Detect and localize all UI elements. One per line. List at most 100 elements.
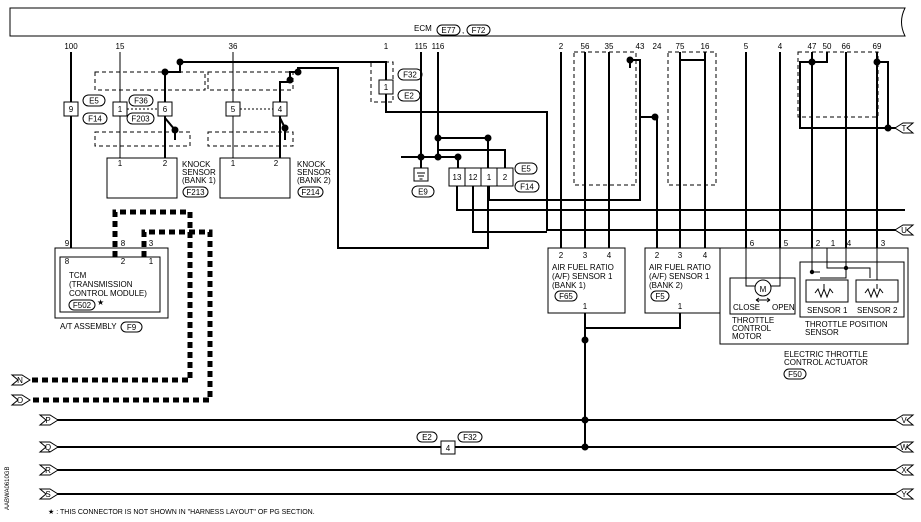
- splice: [581, 416, 589, 424]
- knock1-pin2: 2: [163, 159, 168, 168]
- connector-f213: F213: [186, 188, 205, 197]
- splice: [176, 58, 184, 66]
- ecm-pin: 4: [778, 42, 783, 51]
- pill-f14-a: [82, 112, 108, 125]
- connector-f203: F203: [131, 115, 150, 124]
- throttle-pin: 4: [847, 239, 852, 248]
- tcm-box: [59, 256, 161, 313]
- af2-title: (A/F) SENSOR 1: [649, 272, 710, 281]
- arrow-label-s: S: [45, 490, 50, 499]
- inline-connector-4b: [440, 440, 456, 455]
- splice: [809, 269, 815, 275]
- af1-pin: 3: [583, 251, 588, 260]
- actuator-title: CONTROL ACTUATOR: [784, 358, 868, 367]
- connector-e5-a: E5: [89, 97, 99, 106]
- wire-ground-bus: [401, 156, 459, 168]
- pill-f502: [68, 299, 96, 311]
- tcm-title: CONTROL MODULE): [69, 289, 147, 298]
- splice: [873, 58, 881, 66]
- knock1-title: SENSOR: [182, 168, 216, 177]
- af1-pin: 2: [559, 251, 564, 260]
- inline-connector-6: [157, 101, 173, 117]
- wire-ground-bus-2: [438, 137, 489, 168]
- arrow-label-y: Y: [901, 490, 907, 499]
- sensor1-box: [805, 279, 849, 303]
- af2-bottom-pin: 1: [678, 302, 683, 311]
- wire-pin-43: [630, 59, 658, 248]
- motor-open: OPEN: [772, 303, 795, 312]
- ecm-pin: 36: [229, 42, 238, 51]
- inline-connector-9: [63, 101, 79, 117]
- arrow-label-x: X: [901, 466, 907, 475]
- connector-f5: F5: [655, 292, 665, 301]
- motor-leads: [745, 248, 781, 287]
- splice: [281, 124, 289, 132]
- ecm-connector-comma: ,: [462, 26, 464, 35]
- sensor2-label: SENSOR 2: [857, 306, 898, 315]
- ecm-pin: 2: [559, 42, 564, 51]
- splice: [484, 134, 492, 142]
- inline-pin-1: 1: [118, 105, 123, 114]
- arrow-label-v: V: [901, 416, 907, 425]
- shield-box-knock1-bottom: [94, 131, 191, 147]
- ecm-pin: 1: [384, 42, 389, 51]
- arrow-x: [894, 464, 915, 476]
- splice: [434, 134, 442, 142]
- ecm-pin: 35: [605, 42, 614, 51]
- af1-title: AIR FUEL RATIO: [552, 263, 614, 272]
- tps-title: SENSOR: [805, 328, 839, 337]
- connector-f14-a: F14: [88, 115, 102, 124]
- af-sensor-bank2: [644, 247, 723, 314]
- arrow-label-u: U: [901, 226, 907, 235]
- arrow-label-o: O: [17, 396, 23, 405]
- shielded-wire-o: [30, 229, 213, 403]
- connector-f32-b: F32: [463, 433, 477, 442]
- footnote: ★ : THIS CONNECTOR IS NOT SHOWN IN "HARN…: [48, 508, 315, 516]
- pill-f50: [783, 368, 807, 380]
- pill-e2-b: [416, 431, 438, 443]
- tcm-title: (TRANSMISSION: [69, 280, 133, 289]
- af1-title: (BANK 1): [552, 281, 586, 290]
- connector-e9: E9: [418, 188, 428, 197]
- af-sensor-bank1: [547, 247, 626, 314]
- connector-f14-b: F14: [520, 183, 534, 192]
- inline-pin-9: 9: [69, 105, 74, 114]
- knock2-title: (BANK 2): [297, 176, 331, 185]
- wire-pin-69: [876, 52, 889, 128]
- tcm-pin-inner: 1: [149, 257, 154, 266]
- splice: [884, 124, 892, 132]
- tcm-pin-top: 8: [121, 239, 126, 248]
- wire-pin-50: [799, 52, 905, 129]
- arrow-label-w: W: [900, 443, 908, 452]
- throttle-pin: 1: [831, 239, 836, 248]
- joint-pin-13: 13: [453, 173, 462, 182]
- ecm-pin: 47: [808, 42, 817, 51]
- ground-icon: [413, 167, 429, 182]
- throttle-pin: 6: [750, 239, 755, 248]
- arrow-p: [38, 414, 59, 426]
- connector-f65: F65: [559, 292, 573, 301]
- arrow-t: [894, 122, 915, 134]
- tps-title: THROTTLE POSITION: [805, 320, 888, 329]
- tcm-pin-inner: 8: [65, 257, 70, 266]
- ecm-pin: 100: [64, 42, 78, 51]
- arrow-v: [894, 414, 915, 426]
- ecm-connector-e77: E77: [441, 26, 456, 35]
- ecm-pin: 116: [432, 42, 445, 51]
- actuator-title: ELECTRIC THROTTLE: [784, 350, 868, 359]
- arrow-label-q: Q: [45, 443, 51, 452]
- ecm-pin: 15: [116, 42, 125, 51]
- tcm-title: TCM: [69, 271, 87, 280]
- arrow-q: [38, 441, 59, 453]
- arrow-r: [38, 464, 59, 476]
- pill-f214: [297, 186, 324, 198]
- knock2-title: SENSOR: [297, 168, 331, 177]
- af2-pin: 3: [678, 251, 683, 260]
- arrow-label-n: N: [17, 376, 23, 385]
- wire-af2-power: [585, 313, 681, 329]
- ecm-connector-pill-2: [466, 24, 491, 36]
- left-arrows: N O P Q R S: [10, 374, 59, 500]
- pill-f65: [554, 290, 578, 302]
- arrow-y: [894, 488, 915, 500]
